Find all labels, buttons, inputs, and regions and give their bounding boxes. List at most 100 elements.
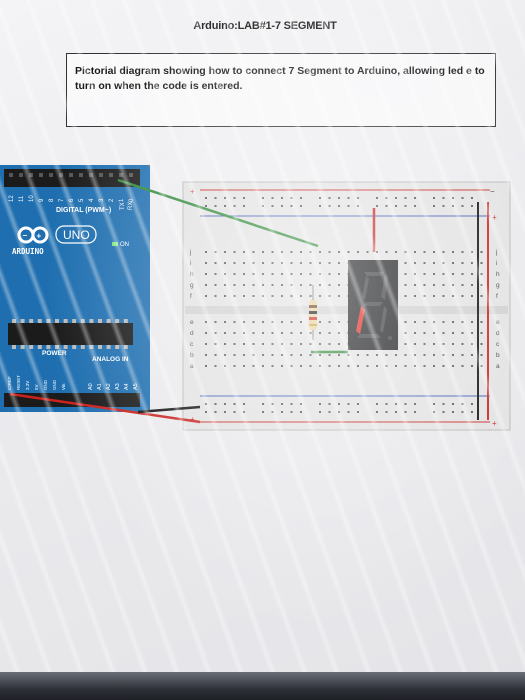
hole <box>471 284 473 286</box>
hole <box>414 365 416 367</box>
hole <box>433 321 435 323</box>
rail-plus-top: + <box>190 187 195 196</box>
hole <box>433 343 435 345</box>
caption-text: Pictorial diagram showing how to connect… <box>75 65 485 92</box>
hole <box>452 365 454 367</box>
hole <box>300 262 302 264</box>
rail-hole <box>328 197 331 199</box>
hole <box>233 321 236 323</box>
hole <box>281 321 283 323</box>
hole <box>252 262 255 264</box>
hole <box>480 273 483 275</box>
rail-hole <box>262 197 264 199</box>
analog-pin-label: A1 <box>97 383 103 390</box>
segment-e-lit <box>356 306 365 334</box>
hole <box>433 365 435 367</box>
rail-hole <box>205 411 207 413</box>
digital-pin-label: 6 <box>69 198 75 202</box>
hole <box>281 262 283 264</box>
header-pin <box>99 173 103 177</box>
hole <box>252 354 255 356</box>
hole <box>404 284 407 286</box>
hole <box>290 273 293 275</box>
rail-hole <box>338 411 340 413</box>
hole <box>233 284 236 286</box>
hole <box>290 251 293 253</box>
hole <box>423 354 426 356</box>
hole <box>252 295 255 297</box>
rail-hole <box>404 205 407 207</box>
hole <box>262 251 264 253</box>
chip-pin <box>123 345 128 349</box>
analog-pin-label: A3 <box>115 383 121 390</box>
resistor <box>309 285 317 340</box>
hole <box>433 262 435 264</box>
hole <box>404 343 407 345</box>
power-label: POWER <box>42 350 67 357</box>
hole <box>347 251 350 253</box>
hole <box>442 365 445 367</box>
rail-hole <box>433 197 435 199</box>
hole <box>414 343 416 345</box>
chip-pin <box>80 319 85 323</box>
rail-hole <box>338 197 340 199</box>
rail-hole <box>461 205 464 207</box>
chip-pin <box>98 345 102 349</box>
hole <box>271 295 274 297</box>
header-pin <box>29 173 33 177</box>
rail-hole <box>271 205 274 207</box>
hole <box>414 354 416 356</box>
row-letter-left: h <box>190 271 194 278</box>
hole <box>480 343 483 345</box>
hole <box>347 365 350 367</box>
hole <box>442 262 445 264</box>
hole <box>300 332 302 334</box>
hole <box>300 284 302 286</box>
row-letter-left: e <box>190 319 194 326</box>
hole <box>309 295 312 297</box>
rail-hole <box>442 411 445 413</box>
hole <box>262 321 264 323</box>
hole <box>224 262 226 264</box>
chip-pin <box>12 319 16 323</box>
hole <box>233 295 236 297</box>
row-letter-right: h <box>496 271 500 278</box>
hole <box>309 273 312 275</box>
hole <box>205 295 207 297</box>
rail-hole <box>414 403 416 405</box>
rail-hole <box>433 205 435 207</box>
hole <box>309 262 312 264</box>
hole <box>414 284 416 286</box>
analog-pin-label: A4 <box>124 383 130 390</box>
monitor-bezel <box>0 672 525 700</box>
hole <box>404 332 407 334</box>
hole <box>205 273 207 275</box>
digital-pin-label: 5 <box>79 198 85 202</box>
digital-pin-label: 11 <box>19 195 25 202</box>
analog-label: ANALOG IN <box>92 356 129 363</box>
hole <box>433 354 435 356</box>
page-title: Arduino:LAB#1-7 SEGMENT <box>193 20 337 32</box>
hole <box>338 354 340 356</box>
row-letter-left: j <box>189 249 191 256</box>
rail-hole <box>404 403 407 405</box>
rail-hole <box>376 197 378 199</box>
hole <box>480 365 483 367</box>
header-pin <box>39 173 43 177</box>
hole <box>205 262 207 264</box>
segment-d <box>357 334 381 338</box>
rail-hole <box>328 411 331 413</box>
hole <box>252 273 255 275</box>
rail-hole <box>395 411 397 413</box>
uno-label: UNO <box>63 228 90 242</box>
hole <box>271 251 274 253</box>
hole <box>480 354 483 356</box>
rail-hole <box>452 197 454 199</box>
hole <box>442 343 445 345</box>
rail-hole <box>376 403 378 405</box>
chip-pin <box>80 345 85 349</box>
digital-pin-label: 0 <box>129 198 135 202</box>
hole <box>309 284 312 286</box>
hole <box>442 295 445 297</box>
hole <box>423 365 426 367</box>
